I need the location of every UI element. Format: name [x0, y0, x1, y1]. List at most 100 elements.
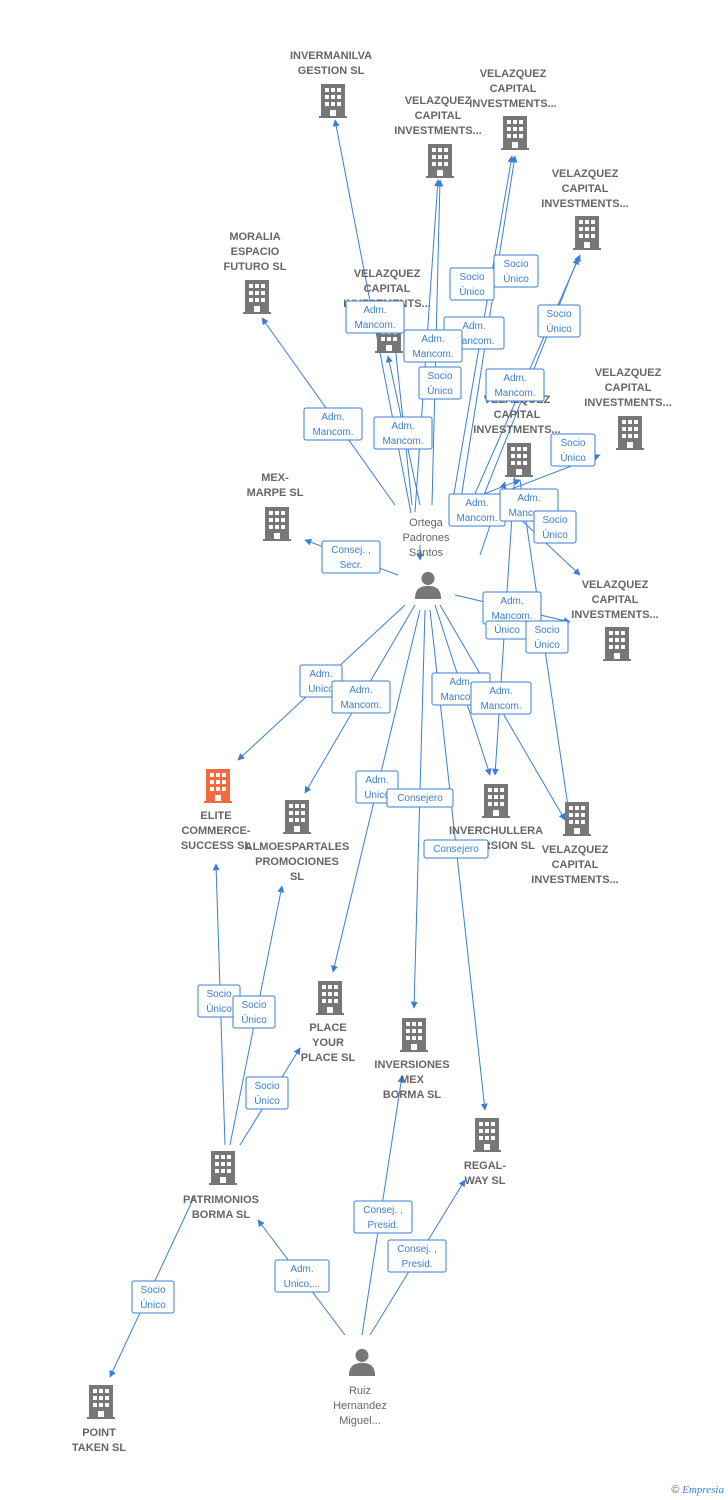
relation-edge	[410, 609, 426, 1009]
company-node-vel3[interactable]: VELAZQUEZCAPITALINVESTMENTS...	[541, 168, 629, 250]
node-label-line: INVESTMENTS...	[584, 397, 671, 409]
relation-label: Consejero	[386, 788, 454, 808]
relation-label-text: Adm.	[517, 493, 540, 504]
node-label-line: BORMA SL	[383, 1089, 442, 1101]
node-label-line: WAY SL	[465, 1175, 506, 1187]
company-node-vel4[interactable]: VELAZQUEZCAPITALINVESTMENTS...	[343, 268, 431, 353]
relation-label-box	[550, 433, 596, 467]
node-label-line: Ruiz	[349, 1385, 371, 1397]
brand-watermark: © Empresia	[671, 1484, 724, 1496]
relation-label-text: Único	[241, 1013, 267, 1026]
building-icon	[316, 981, 344, 1015]
node-label-line: MARPE SL	[247, 487, 304, 499]
node-label-line: Hernandez	[333, 1400, 387, 1412]
node-label-line: POINT	[82, 1427, 116, 1439]
node-label-line: INVERSIONES	[374, 1059, 449, 1071]
relation-label-box	[274, 1259, 330, 1293]
node-label-line: CAPITAL	[592, 594, 639, 606]
relation-label-text: Socio	[459, 272, 484, 283]
relation-label-text: Adm.	[500, 596, 523, 607]
relation-label-text: Presid.	[367, 1220, 398, 1231]
relation-label-text: Adm.	[449, 677, 472, 688]
relation-label: Adm.Mancom.	[403, 329, 463, 363]
building-icon	[482, 784, 510, 818]
relation-label-text: Mancom.	[480, 701, 521, 712]
relation-label-text: Adm.	[503, 373, 526, 384]
relation-label-text: Socio	[427, 371, 452, 382]
company-node-vel5[interactable]: VELAZQUEZCAPITALINVESTMENTS...	[584, 367, 672, 450]
relation-label-box	[353, 1200, 413, 1234]
relation-label-text: Adm.	[290, 1264, 313, 1275]
relation-label-text: Único	[206, 1002, 232, 1015]
node-label-line: MORALIA	[229, 231, 280, 243]
building-icon	[209, 1151, 237, 1185]
relation-label-box	[418, 366, 462, 400]
node-label-line: CAPITAL	[494, 409, 541, 421]
brand-name: Empresia	[682, 1484, 724, 1496]
building-icon	[603, 627, 631, 661]
company-node-regalway[interactable]: REGAL-WAY SL	[464, 1118, 507, 1187]
node-label-line: CAPITAL	[490, 83, 537, 95]
relation-label-text: Mancom.	[508, 508, 549, 519]
relation-label-text: Único	[427, 384, 453, 397]
relation-label-text: Único	[534, 638, 560, 651]
node-label-line: INVERCHULLERA	[449, 825, 543, 837]
node-label-line: SL	[290, 871, 304, 883]
node-label-line: MEX-	[261, 472, 289, 484]
relation-label-text: Consejero	[433, 844, 479, 855]
node-label-line: CAPITAL	[364, 283, 411, 295]
building-icon	[505, 443, 533, 477]
relation-label: Adm.Mancom.	[373, 416, 433, 450]
company-node-vel6[interactable]: VELAZQUEZCAPITALINVESTMENTS...	[473, 394, 561, 477]
company-node-vel7[interactable]: VELAZQUEZCAPITALINVESTMENTS...	[571, 579, 659, 661]
relation-label: Adm. Unico,...	[274, 1259, 330, 1293]
node-label-line: VELAZQUEZ	[354, 268, 421, 280]
relation-label-text: Socio	[534, 625, 559, 636]
company-node-mexmarpe[interactable]: MEX- MARPE SL	[247, 472, 304, 541]
relation-label: Adm.Mancom.	[448, 493, 506, 527]
relation-label: Adm.Mancom.	[485, 368, 545, 402]
node-label-line: VELAZQUEZ	[480, 68, 547, 80]
relation-label-text: Adm.	[363, 305, 386, 316]
relation-label-text: Socio	[241, 1000, 266, 1011]
node-label-line: PROMOCIONES	[255, 856, 339, 868]
company-node-vel1[interactable]: VELAZQUEZCAPITALINVESTMENTS...	[469, 68, 557, 150]
building-icon	[243, 280, 271, 314]
relation-label-text: Mancom.	[412, 349, 453, 360]
relation-label-box	[387, 1239, 447, 1273]
relation-label-text: Adm.	[309, 669, 332, 680]
relation-label-text: Unico,...	[284, 1279, 321, 1290]
relation-label: Adm.Mancom.	[482, 591, 542, 625]
relation-label-box	[493, 254, 539, 288]
building-icon	[573, 216, 601, 250]
copyright-symbol: ©	[671, 1484, 680, 1496]
person-node-ruiz[interactable]: RuizHernandezMiguel...	[333, 1348, 387, 1427]
company-node-vel2[interactable]: VELAZQUEZCAPITALINVESTMENTS...	[394, 95, 482, 178]
relation-label: Adm.Mancom.	[345, 300, 405, 334]
company-node-vel8[interactable]: VELAZQUEZCAPITALINVESTMENTS...	[531, 802, 619, 886]
relation-label-box	[331, 680, 391, 714]
relation-label: Adm.Mancom.	[303, 407, 363, 441]
relation-label-box	[131, 1280, 175, 1314]
relation-label-text: Consej. ,	[331, 545, 370, 556]
building-icon	[616, 416, 644, 450]
node-label-line: Santos	[409, 547, 444, 559]
relation-label-box	[345, 300, 405, 334]
relation-label-text: Mancom.	[312, 427, 353, 438]
